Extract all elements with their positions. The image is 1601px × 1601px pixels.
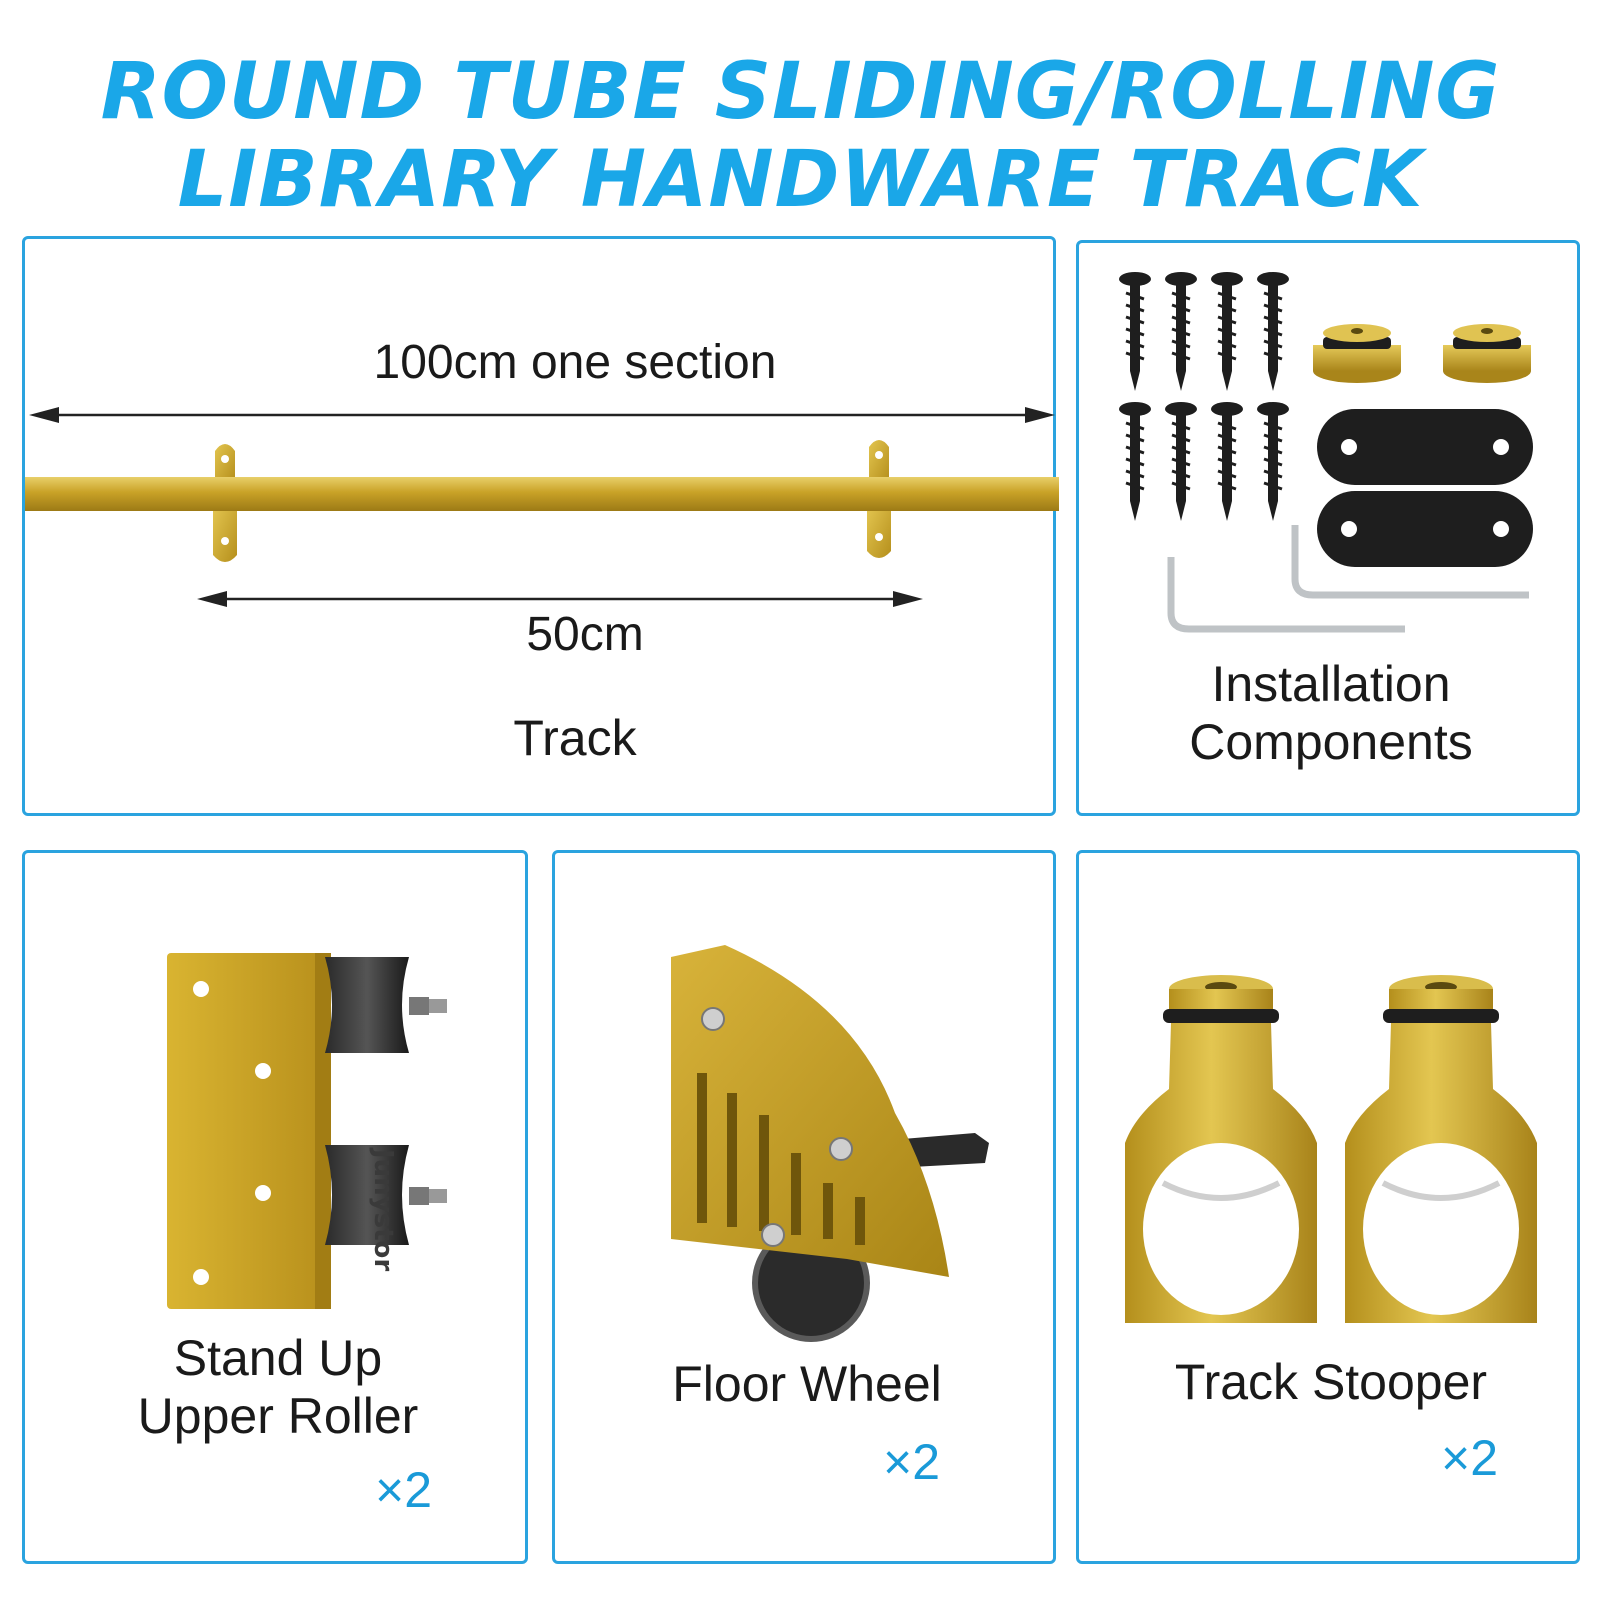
track-length-label: 100cm one section	[373, 336, 777, 389]
wheel-housing	[671, 945, 949, 1277]
track-panel: 100cm one section	[22, 236, 1059, 816]
floor-wheel-quantity: ×2	[883, 1434, 941, 1490]
roller-illustration: Junystor	[167, 953, 447, 1309]
roller-panel: Junystor Stand Up Upper Roller ×2	[22, 850, 528, 1564]
roller-name-line-1: Stand Up	[173, 1330, 383, 1386]
floor-wheel-name: Floor Wheel	[672, 1356, 942, 1412]
track-spacing-label: 50cm	[526, 608, 644, 661]
track-stopper-icon	[1345, 975, 1537, 1323]
end-cap-icon	[1313, 324, 1401, 383]
stooper-panel: Track Stooper ×2	[1076, 850, 1580, 1564]
roller-name-line-2: Upper Roller	[137, 1388, 419, 1444]
track-tube	[25, 477, 1059, 511]
roller-wheel-lower	[325, 1145, 447, 1245]
spacing-arrow	[197, 591, 923, 607]
installation-name-line-1: Installation	[1211, 656, 1451, 712]
stooper-quantity: ×2	[1441, 1430, 1499, 1486]
page-title-line-1: ROUND TUBE SLIDING/ROLLING	[100, 47, 1501, 137]
roller-bracket-plate	[167, 953, 327, 1309]
installation-panel: Installation Components	[1076, 240, 1580, 816]
stooper-name: Track Stooper	[1174, 1354, 1488, 1410]
hex-key-icon	[1167, 525, 1529, 633]
installation-name-line-2: Components	[1189, 714, 1473, 770]
roller-wheel-upper	[325, 957, 447, 1053]
length-arrow	[29, 407, 1055, 423]
floor-wheel-panel: Floor Wheel ×2	[552, 850, 1056, 1564]
screw-icon	[1119, 272, 1289, 521]
stooper-illustration	[1125, 975, 1537, 1323]
mounting-plate-icon	[1317, 409, 1533, 485]
installation-illustration	[1119, 272, 1533, 633]
bracket-right	[867, 440, 891, 558]
housing-slots	[697, 1073, 865, 1245]
roller-brand-text: Junystor	[368, 1147, 398, 1271]
mounting-plate-icon	[1317, 491, 1533, 567]
floor-wheel-illustration	[671, 945, 989, 1342]
end-cap-icon	[1443, 324, 1531, 383]
track-name-label: Track	[513, 710, 637, 766]
rivet-icon	[701, 1007, 853, 1247]
track-illustration	[25, 407, 1059, 607]
bracket-left	[213, 444, 237, 562]
page-title-line-2: LIBRARY HANDWARE TRACK	[177, 135, 1424, 225]
track-stopper-icon	[1125, 975, 1317, 1323]
roller-quantity: ×2	[375, 1462, 433, 1518]
